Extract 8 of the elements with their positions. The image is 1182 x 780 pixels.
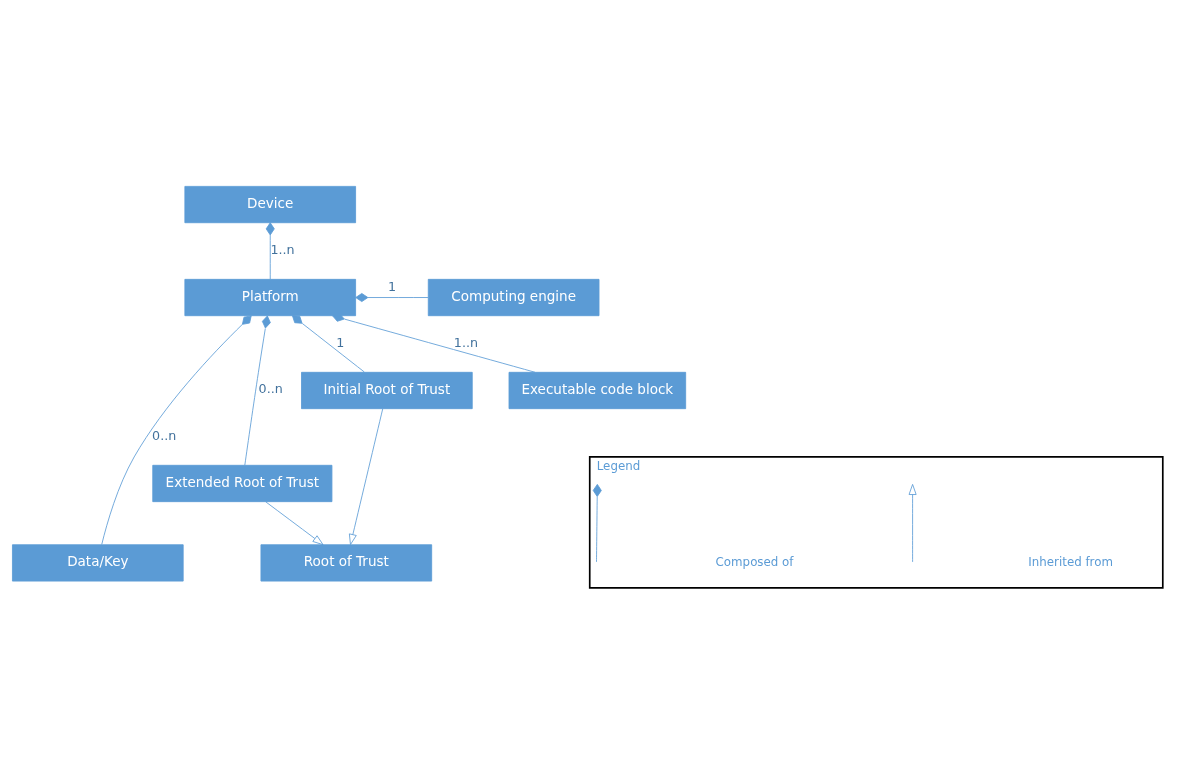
edge-label: 0..n (152, 427, 177, 443)
edge-label: 1 (387, 278, 396, 294)
edge-label: 1 (336, 334, 345, 350)
legend-label: Composed of (715, 554, 794, 569)
edge-label: 1..n (453, 334, 478, 350)
legend-label: Inherited from (1028, 554, 1113, 569)
edge-label: 0..n (258, 380, 283, 396)
edge-label: 1..n (270, 241, 295, 257)
